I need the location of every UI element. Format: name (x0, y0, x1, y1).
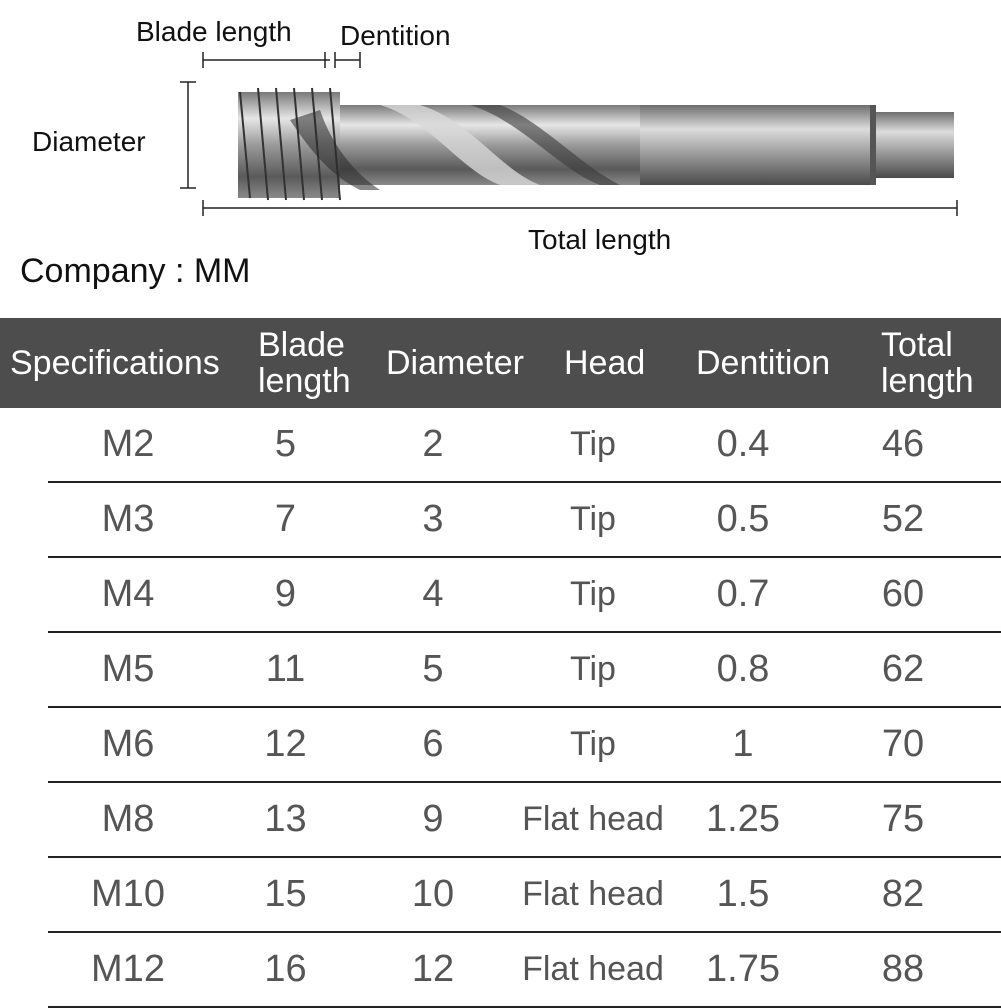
cell-spec: M8 (101, 798, 155, 840)
diameter-dimension (180, 81, 196, 189)
tap-tool-image (238, 87, 954, 201)
cell-dentition: 1.25 (706, 798, 780, 840)
cell-dentition: 0.4 (716, 423, 770, 465)
company-label: Company : MM (20, 252, 251, 290)
diameter-label: Diameter (32, 126, 146, 157)
cell-total-length: 60 (881, 573, 925, 615)
cell-spec: M5 (101, 648, 155, 690)
header-head: Head (564, 344, 646, 382)
cell-total-length: 70 (881, 723, 925, 765)
cell-blade-length: 16 (264, 948, 307, 990)
table-row: M2 5 2 Tip 0.4 46 (48, 408, 1001, 483)
blade-length-label: Blade length (136, 16, 292, 47)
table-row: M6 12 6 Tip 1 70 (48, 708, 1001, 783)
cell-head: Flat head (522, 875, 664, 913)
blade-length-dimension (202, 52, 361, 68)
cell-spec: M10 (91, 873, 165, 915)
table-row: M10 15 10 Flat head 1.5 82 (48, 858, 1001, 933)
cell-diameter: 5 (422, 648, 444, 690)
cell-diameter: 9 (422, 798, 444, 840)
total-length-label: Total length (528, 224, 672, 255)
cell-blade-length: 12 (264, 723, 307, 765)
header-dentition: Dentition (696, 344, 831, 382)
table-row: M5 11 5 Tip 0.8 62 (48, 633, 1001, 708)
table-header: Specifications Blade length Diameter Hea… (0, 318, 1001, 408)
table-row: M4 9 4 Tip 0.7 60 (48, 558, 1001, 633)
dentition-label: Dentition (340, 20, 451, 51)
cell-diameter: 4 (422, 573, 444, 615)
table-row: M8 13 9 Flat head 1.25 75 (48, 783, 1001, 858)
cell-blade-length: 9 (274, 573, 297, 615)
cell-head: Tip (570, 425, 616, 463)
header-total-length-line1: Total (881, 326, 953, 364)
header-total-length-line2: length (881, 362, 974, 400)
cell-head: Tip (570, 500, 616, 538)
cell-spec: M3 (101, 498, 155, 540)
cell-diameter: 2 (422, 423, 444, 465)
cell-total-length: 46 (881, 423, 925, 465)
header-total-length: Total length (881, 318, 996, 408)
cell-dentition: 0.7 (716, 573, 770, 615)
cell-diameter: 10 (411, 873, 455, 915)
total-length-dimension (202, 200, 958, 216)
cell-total-length: 82 (881, 873, 925, 915)
cell-dentition: 1.75 (706, 948, 780, 990)
header-diameter: Diameter (386, 344, 524, 382)
table-body: M2 5 2 Tip 0.4 46 M3 7 3 Tip 0.5 52 M4 9… (48, 408, 1001, 1008)
header-specifications: Specifications (10, 344, 220, 382)
cell-total-length: 52 (881, 498, 925, 540)
cell-head: Flat head (522, 800, 664, 838)
cell-diameter: 12 (411, 948, 455, 990)
cell-total-length: 62 (881, 648, 925, 690)
cell-spec: M6 (101, 723, 155, 765)
cell-spec: M2 (101, 423, 155, 465)
cell-head: Tip (570, 650, 616, 688)
cell-total-length: 75 (881, 798, 925, 840)
header-blade-length-line1: Blade (258, 326, 345, 364)
cell-dentition: 1.5 (716, 873, 770, 915)
header-blade-length: Blade length (258, 318, 378, 408)
cell-head: Tip (570, 575, 616, 613)
cell-head: Tip (570, 725, 616, 763)
cell-blade-length: 5 (274, 423, 297, 465)
cell-total-length: 88 (881, 948, 925, 990)
cell-head: Flat head (522, 950, 664, 988)
cell-dentition: 0.8 (716, 648, 770, 690)
cell-blade-length: 15 (264, 873, 307, 915)
cell-diameter: 6 (422, 723, 444, 765)
cell-blade-length: 7 (274, 498, 297, 540)
header-blade-length-line2: length (258, 362, 351, 400)
cell-dentition: 0.5 (716, 498, 770, 540)
cell-blade-length: 13 (264, 798, 307, 840)
tap-diagram (180, 52, 958, 216)
cell-blade-length: 11 (265, 648, 306, 690)
table-row: M12 16 12 Flat head 1.75 88 (48, 933, 1001, 1008)
cell-spec: M12 (91, 948, 165, 990)
cell-dentition: 1 (732, 723, 754, 765)
cell-spec: M4 (101, 573, 155, 615)
table-row: M3 7 3 Tip 0.5 52 (48, 483, 1001, 558)
cell-diameter: 3 (422, 498, 444, 540)
